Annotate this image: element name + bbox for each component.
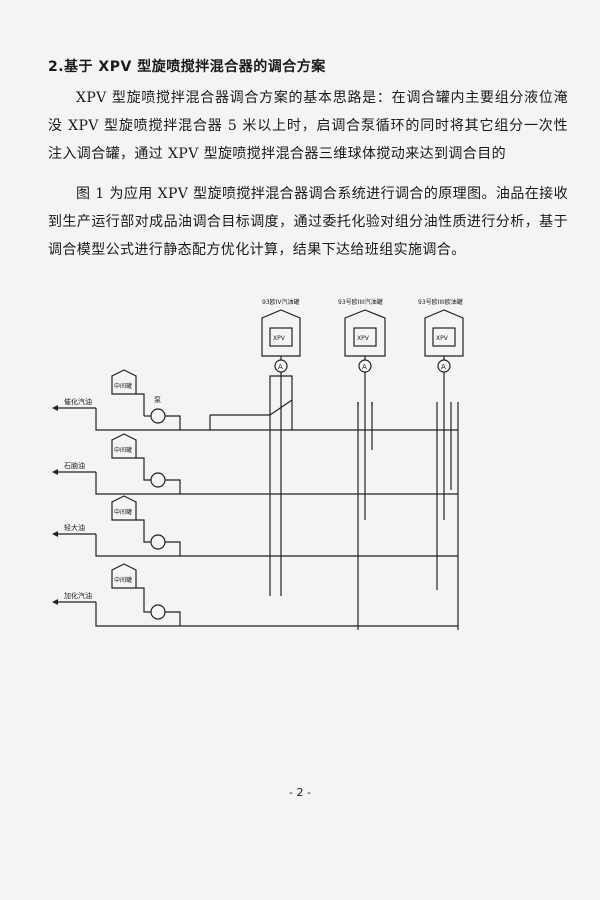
product-tank-1-analyzer: A: [278, 363, 283, 371]
product-tank-1: [261, 309, 301, 402]
component-line-4-feed: 加化汽油: [64, 591, 92, 600]
product-tank-2-analyzer: A: [362, 363, 367, 371]
component-line-1-feed: 催化汽油: [64, 397, 92, 406]
product-tank-2-label: 93号欧IIII汽油罐: [338, 298, 383, 306]
product-tank-3-label: 93号欧IIII欧油罐: [418, 298, 463, 306]
component-line-3-tank: 中间罐: [114, 508, 132, 516]
product-tank-3-analyzer: A: [441, 363, 446, 371]
product-tank-2-mixer: XPV: [357, 335, 370, 342]
component-line-3-feed: 轻大油: [64, 523, 85, 532]
component-line-4: [56, 563, 458, 627]
product-tank-3: [424, 309, 464, 402]
section-heading: 2.基于 XPV 型旋喷搅拌混合器的调合方案: [48, 59, 326, 75]
component-line-1-tank: 中间罐: [114, 382, 132, 390]
component-line-4-tank: 中间罐: [114, 576, 132, 584]
product-tank-1-mixer: XPV: [273, 335, 286, 342]
product-tank-3-mixer: XPV: [436, 335, 449, 342]
component-line-2-feed: 石脑油: [64, 461, 85, 470]
paragraph-1: XPV 型旋喷搅拌混合器调合方案的基本思路是：在调合罐内主要组分液位淹没 XPV…: [48, 90, 568, 162]
blending-system-diagram: 93欧IV汽油罐 93号欧IIII汽油罐 93号欧IIII欧油罐 XPV XPV…: [52, 298, 464, 630]
product-tank-1-label: 93欧IV汽油罐: [262, 298, 300, 306]
component-line-3: [56, 495, 458, 557]
product-tank-2: [344, 309, 386, 406]
component-line-2: [56, 433, 458, 495]
component-line-2-tank: 中间罐: [114, 446, 132, 454]
component-line-1: [56, 369, 458, 431]
page-number: - 2 -: [289, 786, 311, 799]
component-line-1-pump-label: 泵: [154, 396, 161, 404]
paragraph-2: 图 1 为应用 XPV 型旋喷搅拌混合器调合系统进行调合的原理图。油品在接收到生…: [48, 186, 568, 258]
